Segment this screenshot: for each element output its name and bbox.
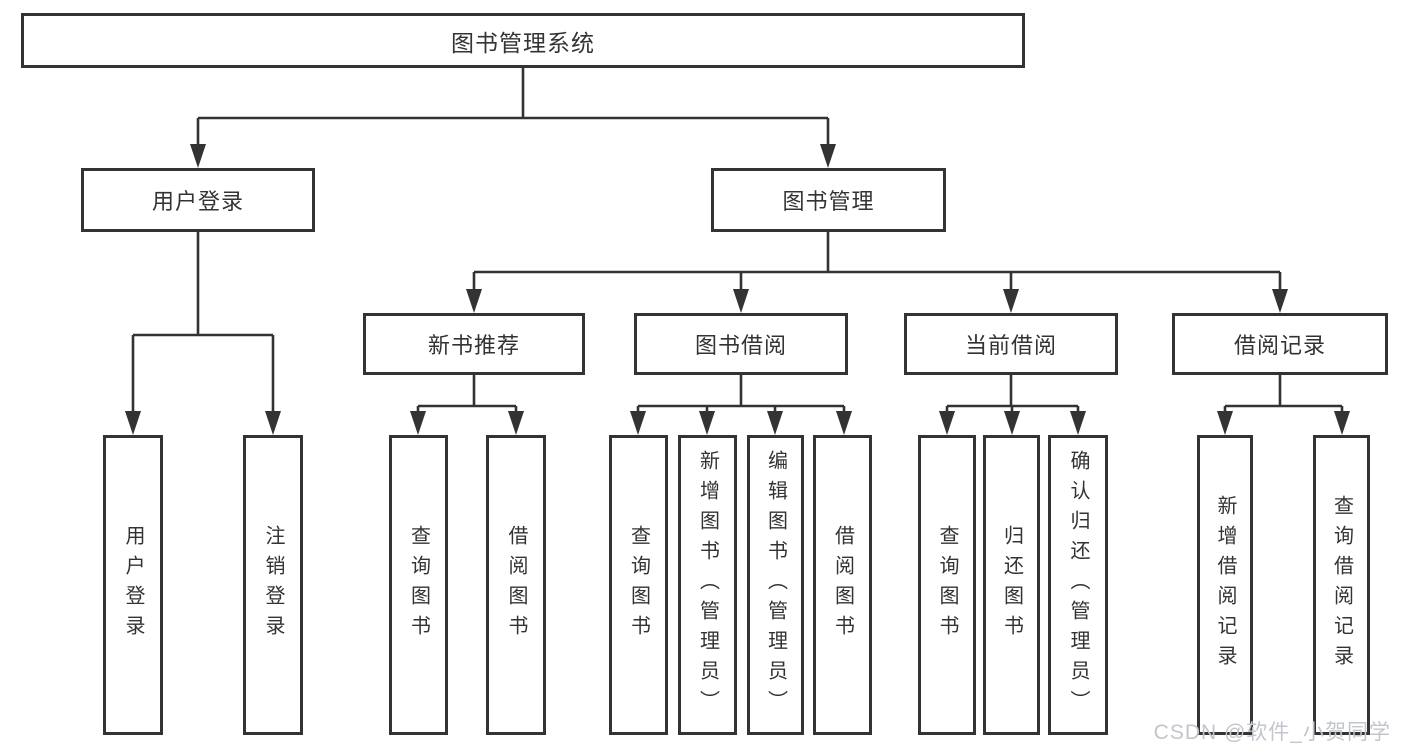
arrow-down-icon	[699, 411, 715, 435]
node-label: 当前借阅	[964, 333, 1057, 358]
arrow-down-icon	[1003, 289, 1019, 313]
leaf-borrowing-edit-books-admin: 编辑图书（管理员）	[747, 435, 804, 735]
node-label: 编辑图书（管理员）	[764, 450, 787, 720]
leaf-borrowing-add-books-admin: 新增图书（管理员）	[678, 435, 737, 735]
node-new-book-recommend: 新书推荐	[363, 313, 585, 375]
arrow-down-icon	[820, 144, 836, 168]
leaf-current-query-books: 查询图书	[918, 435, 976, 735]
arrow-down-icon	[190, 144, 206, 168]
node-label: 确认归还（管理员）	[1067, 450, 1089, 720]
arrow-down-icon	[466, 289, 482, 313]
node-label: 查询图书	[627, 525, 650, 645]
arrow-down-icon	[1004, 411, 1020, 435]
connector-user-login-to-leaves	[125, 232, 281, 435]
node-label: 图书管理	[782, 189, 875, 214]
arrow-down-icon	[733, 289, 749, 313]
node-label: 用户登录	[122, 525, 144, 645]
arrow-down-icon	[508, 411, 524, 435]
node-label: 借阅图书	[505, 525, 527, 645]
node-label: 归还图书	[1000, 525, 1023, 645]
arrow-down-icon	[630, 411, 646, 435]
node-label: 新书推荐	[427, 333, 520, 358]
node-label: 新增图书（管理员）	[696, 450, 719, 720]
node-label: 借阅图书	[831, 525, 854, 645]
arrow-down-icon	[836, 411, 852, 435]
arrow-down-icon	[1334, 411, 1350, 435]
node-book-borrowing: 图书借阅	[634, 313, 848, 375]
node-label: 图书管理系统	[451, 29, 595, 56]
node-label: 查询借阅记录	[1330, 495, 1353, 675]
leaf-records-add-record: 新增借阅记录	[1197, 435, 1253, 735]
csdn-watermark: CSDN @软件_小贺同学	[1153, 721, 1391, 744]
leaf-newbook-query-books: 查询图书	[389, 435, 448, 735]
node-current-borrowing: 当前借阅	[904, 313, 1118, 375]
node-label: 图书借阅	[694, 333, 787, 358]
connector-new-book-recommend-to-leaves	[410, 375, 524, 435]
leaf-user-login: 用户登录	[103, 435, 163, 735]
arrow-down-icon	[265, 411, 281, 435]
leaf-borrowing-query-books: 查询图书	[609, 435, 668, 735]
node-label: 注销登录	[262, 525, 284, 645]
connector-book-management-to-level3	[466, 232, 1288, 313]
leaf-borrowing-borrow-books: 借阅图书	[813, 435, 872, 735]
arrow-down-icon	[767, 411, 783, 435]
arrow-down-icon	[1070, 411, 1086, 435]
leaf-logout: 注销登录	[243, 435, 303, 735]
node-label: 借阅记录	[1233, 333, 1326, 358]
node-label: 用户登录	[151, 189, 244, 214]
node-label: 查询图书	[407, 525, 430, 645]
node-book-management: 图书管理	[711, 168, 946, 232]
arrow-down-icon	[125, 411, 141, 435]
node-label: 查询图书	[936, 525, 958, 645]
leaf-newbook-borrow-books: 借阅图书	[486, 435, 546, 735]
leaf-current-confirm-return-admin: 确认归还（管理员）	[1048, 435, 1108, 735]
arrow-down-icon	[939, 411, 955, 435]
connector-root-to-level2	[190, 68, 836, 168]
arrow-down-icon	[1272, 289, 1288, 313]
connector-current-borrowing-to-leaves	[939, 375, 1086, 435]
connector-borrow-records-to-leaves	[1217, 375, 1350, 435]
arrow-down-icon	[410, 411, 426, 435]
node-label: 新增借阅记录	[1214, 495, 1236, 675]
leaf-records-query-record: 查询借阅记录	[1313, 435, 1370, 735]
node-library-management-system: 图书管理系统	[21, 13, 1025, 68]
arrow-down-icon	[1217, 411, 1233, 435]
leaf-current-return-books: 归还图书	[983, 435, 1040, 735]
node-borrow-records: 借阅记录	[1172, 313, 1388, 375]
node-user-login: 用户登录	[81, 168, 315, 232]
connector-book-borrowing-to-leaves	[630, 375, 852, 435]
